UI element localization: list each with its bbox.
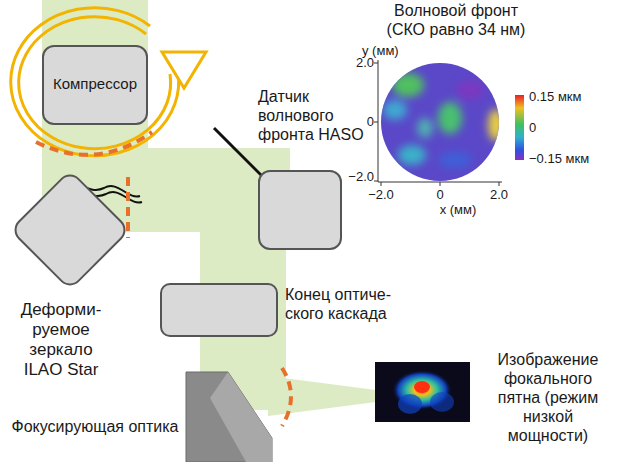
rotation-loop bbox=[11, 8, 206, 156]
axis-label: 2.0 bbox=[490, 188, 508, 202]
node-label: Фокусирующая оптика bbox=[10, 418, 180, 437]
node-label: Конец оптиче- ского каскада bbox=[285, 286, 417, 324]
axis-label: 0 bbox=[529, 121, 536, 135]
focal-image bbox=[372, 350, 472, 430]
cascade-outline bbox=[160, 283, 278, 337]
wavefront-plot: Волновой фронт (СКО равно 34 нм) bbox=[340, 2, 630, 217]
node-label: Компрессор bbox=[42, 75, 148, 93]
axis-label: x (мм) bbox=[440, 203, 477, 217]
axis-label: −2.0 bbox=[368, 188, 394, 202]
node-label: Волновой фронт (СКО равно 34 нм) bbox=[378, 2, 534, 40]
deformable-mirror: Деформи- руемое зеркало ILAO Star bbox=[0, 168, 140, 400]
focal-spot: Изображение фокального пятна (режим низк… bbox=[372, 350, 630, 458]
cascade-end: Конец оптиче- ского каскада bbox=[158, 281, 422, 341]
color-bar bbox=[515, 95, 524, 160]
compressor-box: Компрессор bbox=[42, 45, 148, 125]
sensor-outline bbox=[258, 170, 342, 250]
wavefront-map bbox=[374, 60, 524, 186]
node-label: Датчик волнового фронта HASO bbox=[258, 88, 368, 145]
focusing-optics: Фокусирующая оптика bbox=[10, 368, 275, 462]
axis-label: 0.15 мкм bbox=[529, 90, 581, 104]
axis-label: −0.15 мкм bbox=[529, 152, 589, 166]
axis-label: 2.0 bbox=[356, 56, 374, 70]
mirror-diamond bbox=[0, 168, 140, 296]
axis-label: 0 bbox=[436, 188, 443, 202]
node-label: Деформи- руемое зеркало ILAO Star bbox=[8, 300, 114, 380]
node-label: Изображение фокального пятна (режим низк… bbox=[482, 351, 614, 445]
optics-prism bbox=[10, 368, 275, 462]
axis-label: −2.0 bbox=[348, 170, 374, 184]
axis-label: 0 bbox=[367, 115, 374, 129]
